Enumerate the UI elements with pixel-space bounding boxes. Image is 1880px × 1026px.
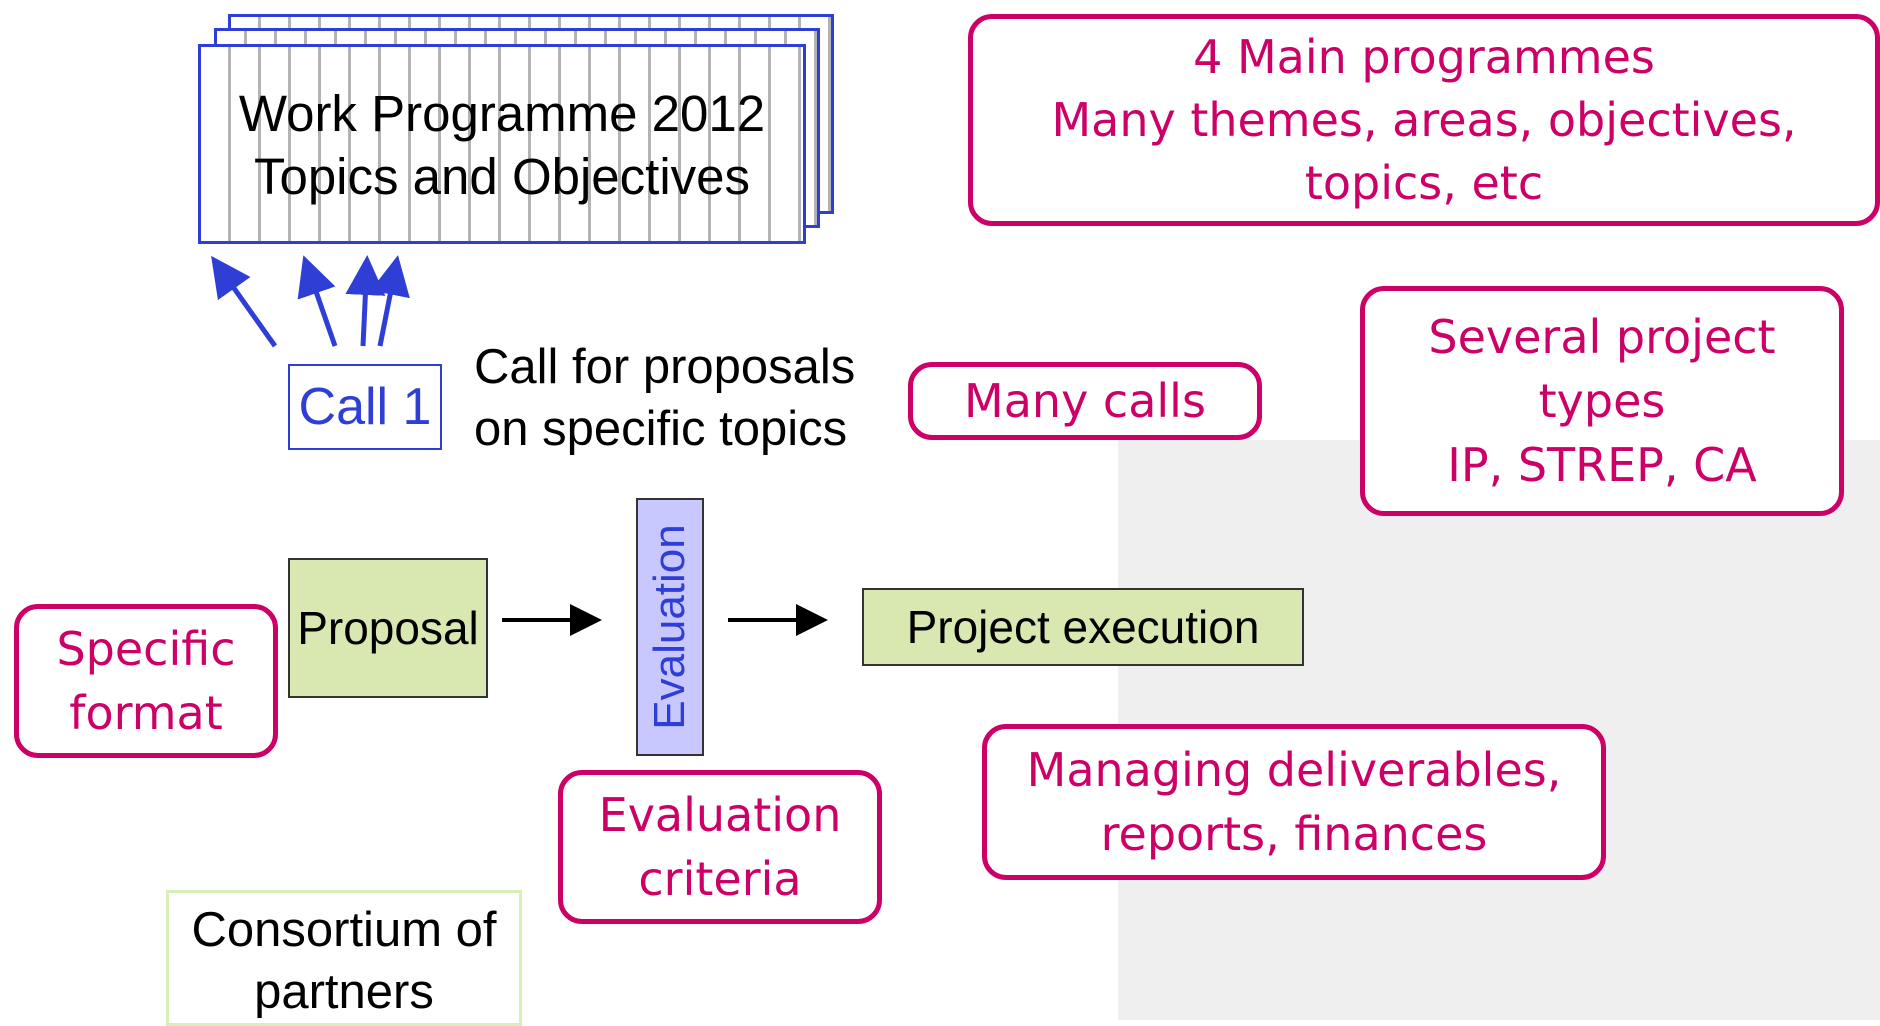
note-specific-format-line2: format bbox=[69, 686, 223, 740]
work-programme-line1: Work Programme 2012 bbox=[238, 85, 766, 142]
note-specific-format: Specific format bbox=[14, 604, 278, 758]
note-managing-line2: reports, finances bbox=[1100, 807, 1488, 861]
topic-arrow-4 bbox=[370, 255, 410, 347]
note-project-types-line1: Several project bbox=[1428, 310, 1776, 364]
topic-arrow-1 bbox=[211, 255, 278, 348]
note-main-programmes-line2: Many themes, areas, objectives, bbox=[1051, 92, 1797, 147]
work-programme-title: Work Programme 2012 Topics and Objective… bbox=[198, 82, 806, 208]
note-many-calls: Many calls bbox=[908, 362, 1262, 440]
work-programme-line2: Topics and Objectives bbox=[253, 148, 751, 205]
evaluation-label: Evaluation bbox=[645, 524, 694, 730]
note-main-programmes-line1: 4 Main programmes bbox=[1193, 29, 1655, 84]
consortium-line1: Consortium of bbox=[191, 903, 497, 957]
note-managing-line1: Managing deliverables, bbox=[1026, 743, 1562, 797]
evaluation-box: Evaluation bbox=[636, 498, 704, 756]
note-evaluation-criteria: Evaluation criteria bbox=[558, 770, 882, 924]
note-managing: Managing deliverables, reports, finances bbox=[982, 724, 1606, 880]
project-execution-box: Project execution bbox=[862, 588, 1304, 666]
call-description-line2: on specific topics bbox=[474, 402, 848, 456]
note-main-programmes-line3: topics, etc bbox=[1304, 155, 1544, 210]
note-project-types-line2: types bbox=[1538, 374, 1666, 428]
note-many-calls-text: Many calls bbox=[964, 374, 1206, 428]
note-specific-format-line1: Specific bbox=[56, 622, 236, 676]
call-description: Call for proposals on specific topics bbox=[474, 336, 914, 460]
note-project-types: Several project types IP, STREP, CA bbox=[1360, 286, 1844, 516]
call-description-line1: Call for proposals bbox=[474, 340, 856, 394]
note-main-programmes: 4 Main programmes Many themes, areas, ob… bbox=[968, 14, 1880, 226]
consortium-box: Consortium of partners bbox=[166, 890, 522, 1026]
call-1-box: Call 1 bbox=[288, 364, 442, 450]
consortium-line2: partners bbox=[254, 965, 434, 1019]
topic-arrow-3 bbox=[345, 255, 386, 347]
note-project-types-line3: IP, STREP, CA bbox=[1447, 438, 1757, 492]
topic-arrow-2 bbox=[297, 255, 338, 347]
note-evaluation-criteria-line1: Evaluation bbox=[598, 788, 842, 842]
work-programme-sheet-front bbox=[198, 44, 806, 244]
note-evaluation-criteria-line2: criteria bbox=[638, 852, 802, 906]
proposal-box: Proposal bbox=[288, 558, 488, 698]
